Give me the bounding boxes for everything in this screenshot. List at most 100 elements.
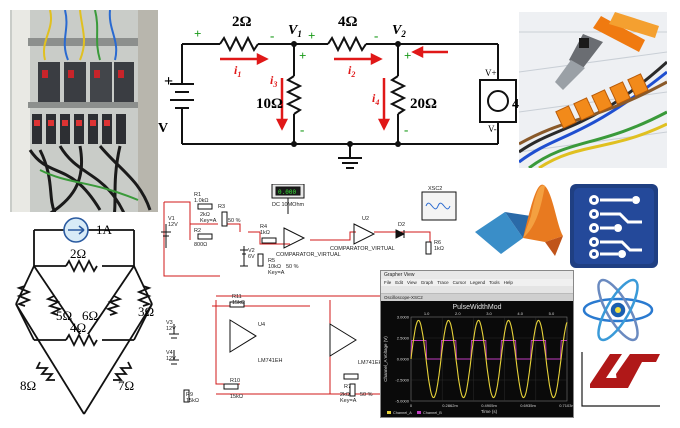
current-i4-label: i4: [372, 91, 379, 107]
menu-item-trace[interactable]: Trace: [437, 280, 449, 285]
source-label: 1A: [96, 222, 113, 237]
channel-a-trace: [410, 319, 568, 399]
u5-type: LM741EH: [358, 360, 382, 366]
menu-item-cursor[interactable]: Cursor: [452, 280, 467, 285]
r11-label: R11: [232, 294, 242, 300]
r7-label: R7: [344, 384, 351, 390]
r4-label: R4: [260, 224, 267, 230]
r-br-label: 7Ω: [118, 378, 134, 393]
minus-sign: -: [300, 122, 304, 137]
v2-label: V2: [248, 248, 255, 254]
y-tick-label: 0.0000: [397, 357, 410, 362]
minus-sign: -: [374, 28, 378, 43]
minus-sign: -: [404, 122, 408, 137]
r3-key: Key=A: [200, 218, 217, 224]
menu-item-graph[interactable]: Graph: [420, 280, 434, 285]
v3-value: 12V: [166, 326, 176, 332]
r4-label: 20Ω: [410, 96, 437, 112]
chart-title: PulseWidthMod: [452, 304, 501, 311]
x-tick-label: 0.7103m: [559, 403, 573, 408]
r7-key: Key=A: [340, 398, 357, 404]
current-i3-label: i3: [270, 73, 277, 89]
menu-item-legend[interactable]: Legend: [470, 280, 486, 285]
menu-item-help[interactable]: Help: [503, 280, 513, 285]
vminus-label: V-: [488, 124, 497, 134]
u1-meter-label: DC 10MOhm: [272, 202, 305, 208]
y-tick-label: 2.5000: [397, 336, 410, 341]
v1-value: 12V: [168, 222, 178, 228]
v2-value: 6V: [248, 254, 255, 260]
node-v1-label: V1: [288, 23, 302, 39]
r3-percent: 50 %: [228, 218, 241, 224]
top-tick-label: 2.0: [455, 311, 461, 316]
x-tick-label: 0: [410, 403, 413, 408]
node-v2-label: V2: [392, 23, 406, 39]
xsc2-label: XSC2: [428, 186, 442, 192]
current-i2-label: i2: [348, 63, 355, 79]
pliers-and-wires-photo: [519, 12, 667, 168]
r9-value: 15kΩ: [186, 398, 199, 404]
channel-b-trace: [410, 340, 567, 360]
r3-value: 2kΩ: [200, 212, 210, 218]
top-tick-label: 5.0: [549, 311, 555, 316]
source-plus: +: [164, 73, 173, 90]
electrical-panel-photo: [10, 10, 158, 228]
r3-label: R3: [218, 204, 225, 210]
plus-sign: +: [194, 26, 201, 41]
r7-value: 2kΩ: [340, 392, 350, 398]
r9-label: R9: [186, 392, 193, 398]
u2-label: U2: [362, 216, 369, 222]
proteus-atom-icon: [578, 276, 658, 344]
u1-display: 0.000: [278, 189, 296, 196]
menu-item-view[interactable]: View: [407, 280, 417, 285]
menu-item-tools[interactable]: Tools: [489, 280, 500, 285]
x-tick-label: 0.4905m: [481, 403, 497, 408]
d2-label: D2: [398, 222, 405, 228]
legend-label: Channel_A: [393, 411, 412, 415]
x-tick-label: 0.2862m: [442, 403, 458, 408]
r2-label: R2: [194, 228, 201, 234]
r5-percent: 50 %: [286, 264, 299, 270]
plus-sign: +: [308, 28, 315, 43]
comparator-1-label: COMPARATOR_VIRTUAL: [276, 252, 341, 258]
chart-xlabel: Time (s): [481, 409, 498, 414]
r-l2-label: 6Ω: [82, 308, 98, 323]
pcb-circuit-icon: [570, 184, 658, 268]
plus-sign: +: [404, 48, 411, 63]
r-l1-label: 5Ω: [56, 308, 72, 323]
toolbar: [381, 286, 573, 294]
legend-label: Channel_B: [423, 411, 442, 415]
mesh-circuit-diagram: 2Ω 4Ω 10Ω 20Ω V1 V2 i1 i2 i3 i4 + - + - …: [158, 4, 520, 184]
matlab-logo-icon: [471, 176, 567, 268]
u4-type: LM741EH: [258, 358, 282, 364]
v3-label: V3: [166, 320, 173, 326]
v4-value: 12V: [166, 356, 176, 362]
chart-ylabel: Channel_A Voltage (V): [383, 336, 388, 382]
top-tick-label: 1.0: [424, 311, 430, 316]
r11-value: 15kΩ: [232, 300, 245, 306]
r5-value: 10kΩ: [268, 264, 281, 270]
r5-key: Key=A: [268, 270, 285, 276]
r1-label: 2Ω: [232, 14, 252, 30]
r3-label: 10Ω: [256, 96, 283, 112]
r1-label: R1: [194, 192, 201, 198]
bridge-circuit-diagram: 1A 2Ω 5Ω 6Ω 3Ω 4Ω 8Ω 7Ω: [0, 212, 166, 428]
r6-label: R6: [434, 240, 441, 246]
y-tick-label: -2.5000: [395, 378, 409, 383]
source-right-label: 4: [512, 97, 519, 112]
v1-label: V1: [168, 216, 175, 222]
r7-percent: 50 %: [360, 392, 373, 398]
y-tick-label: -5.0000: [395, 399, 409, 404]
source-left-label: V: [158, 121, 168, 136]
r10-value: 15kΩ: [230, 394, 243, 400]
scope-tab[interactable]: Oscilloscope-XSC2: [381, 294, 573, 301]
menu-item-file[interactable]: File: [384, 280, 392, 285]
comparator-2-label: COMPARATOR_VIRTUAL: [330, 246, 395, 252]
r-mid-label: 4Ω: [70, 320, 86, 335]
current-i1-label: i1: [234, 63, 241, 79]
minus-sign: -: [270, 28, 274, 43]
menu-item-edit[interactable]: Edit: [395, 280, 404, 285]
